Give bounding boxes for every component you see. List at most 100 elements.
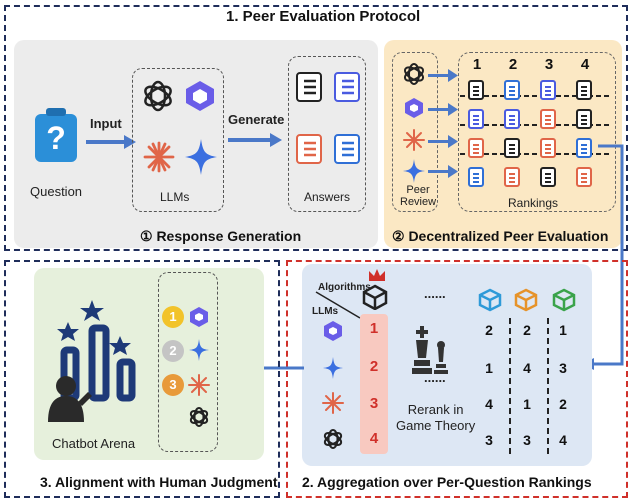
ranking-column-header: 4 bbox=[580, 56, 590, 73]
silver-medal-icon: 2 bbox=[162, 340, 184, 362]
answers-label: Answers bbox=[304, 190, 351, 204]
theory-rank-cell: 4 bbox=[485, 396, 493, 412]
theory-rank-cell: 2 bbox=[523, 322, 531, 338]
claude-logo-icon bbox=[322, 392, 344, 414]
dots-label-2: ...... bbox=[424, 370, 446, 385]
gold-medal-icon: 1 bbox=[162, 306, 184, 328]
ranking-doc-icon bbox=[576, 167, 592, 187]
crown-icon bbox=[369, 269, 385, 281]
gemini-logo-icon bbox=[189, 339, 209, 361]
ranking-doc-icon bbox=[468, 167, 484, 187]
ranking-doc-icon bbox=[468, 109, 484, 129]
selected-rank: 1 bbox=[369, 320, 379, 337]
leaderboard-podium-icon bbox=[48, 300, 136, 422]
claude-logo-icon bbox=[403, 129, 425, 151]
ranking-doc-icon bbox=[576, 80, 592, 100]
peer-reviewers-box bbox=[392, 52, 438, 212]
theory-rank-cell: 2 bbox=[485, 322, 493, 338]
input-label: Input bbox=[90, 116, 122, 131]
theory-rank-cell: 1 bbox=[523, 396, 531, 412]
ranking-doc-icon bbox=[468, 138, 484, 158]
openai-logo-icon bbox=[403, 63, 425, 85]
peer-protocol-title: 1. Peer Evaluation Protocol bbox=[226, 8, 421, 25]
theory-rank-cell: 1 bbox=[559, 322, 567, 338]
theory-rank-cell: 2 bbox=[559, 396, 567, 412]
theory-rank-cell: 1 bbox=[485, 360, 493, 376]
ranking-doc-icon bbox=[540, 138, 556, 158]
theory-table-dividers bbox=[509, 318, 549, 454]
algorithms-axis-label: Algorithms bbox=[318, 282, 371, 293]
selected-rank: 3 bbox=[369, 395, 379, 412]
answer-doc-lines bbox=[304, 79, 354, 157]
openai-logo-icon bbox=[323, 429, 343, 449]
ranking-doc-icon bbox=[468, 80, 484, 100]
algorithms-llms-diagonal bbox=[315, 291, 361, 319]
clipboard-tab-icon bbox=[46, 108, 66, 116]
theory-rank-cell: 3 bbox=[559, 360, 567, 376]
ranking-doc-icon bbox=[576, 109, 592, 129]
claude-logo-icon bbox=[188, 374, 210, 396]
cube-icon bbox=[552, 288, 576, 312]
rankings-label: Rankings bbox=[508, 196, 559, 210]
theory-rank-cell: 4 bbox=[523, 360, 531, 376]
gemini-logo-icon bbox=[185, 139, 217, 175]
bronze-medal-icon: 3 bbox=[162, 374, 184, 396]
ranking-column-header: 1 bbox=[472, 56, 482, 73]
llms-axis-label: LLMs bbox=[312, 306, 339, 317]
openai-logo-icon bbox=[189, 407, 209, 427]
ranking-doc-icon bbox=[504, 109, 520, 129]
answers-box bbox=[288, 56, 366, 212]
input-arrow-icon bbox=[86, 135, 136, 149]
generate-label: Generate bbox=[228, 112, 285, 127]
ranking-doc-icon bbox=[540, 109, 556, 129]
gemini-logo-icon bbox=[323, 357, 343, 379]
aggregation-panel bbox=[302, 264, 592, 466]
rankings-box bbox=[458, 52, 616, 212]
claude-logo-icon bbox=[143, 141, 175, 173]
arena-ranking-box bbox=[158, 272, 218, 452]
peer-protocol-frame bbox=[4, 5, 628, 251]
chess-king-icon bbox=[412, 326, 448, 374]
qwen-logo-icon bbox=[405, 98, 423, 118]
question-label: Question bbox=[30, 184, 83, 199]
ranking-doc-icon bbox=[504, 138, 520, 158]
generate-arrow-icon bbox=[228, 133, 282, 147]
qwen-logo-icon bbox=[324, 321, 342, 341]
theory-rank-cell: 4 bbox=[559, 432, 567, 448]
response-generation-title: ① Response Generation bbox=[140, 228, 302, 244]
review-arrows-icon bbox=[428, 69, 458, 178]
dots-label: ...... bbox=[424, 286, 446, 301]
llms-box bbox=[132, 68, 224, 212]
qwen-logo-icon bbox=[190, 307, 208, 327]
cube-icon bbox=[514, 288, 538, 312]
ranking-doc-icon bbox=[540, 80, 556, 100]
qwen-logo-icon bbox=[186, 81, 214, 111]
selected-ranking-column bbox=[360, 314, 388, 454]
ranking-column-header: 2 bbox=[508, 56, 518, 73]
gemini-logo-icon bbox=[403, 159, 425, 183]
theory-rank-cell: 3 bbox=[485, 432, 493, 448]
cube-icon bbox=[478, 288, 502, 312]
openai-logo-icon bbox=[144, 80, 172, 112]
llms-label: LLMs bbox=[160, 190, 190, 204]
theory-rank-cell: 3 bbox=[523, 432, 531, 448]
ranking-doc-icon bbox=[504, 80, 520, 100]
ranking-doc-icon bbox=[504, 167, 520, 187]
selected-rank: 4 bbox=[369, 430, 379, 447]
selected-rank: 2 bbox=[369, 358, 379, 375]
ranking-column-header: 3 bbox=[544, 56, 554, 73]
aggregation-title: 2. Aggregation over Per-Question Ranking… bbox=[302, 474, 592, 490]
rankings-grid bbox=[460, 95, 612, 155]
question-icon: ? bbox=[35, 114, 77, 162]
decentralized-title: ② Decentralized Peer Evaluation bbox=[392, 228, 609, 244]
cube-icon bbox=[362, 284, 388, 310]
alignment-panel bbox=[34, 268, 264, 460]
aggregation-frame bbox=[286, 260, 628, 498]
chatbot-arena-label: Chatbot Arena bbox=[52, 436, 136, 451]
ranking-doc-icon bbox=[576, 138, 592, 158]
alignment-title: 3. Alignment with Human Judgment bbox=[40, 474, 278, 490]
alignment-frame bbox=[4, 260, 280, 498]
ranking-doc-icon bbox=[540, 167, 556, 187]
